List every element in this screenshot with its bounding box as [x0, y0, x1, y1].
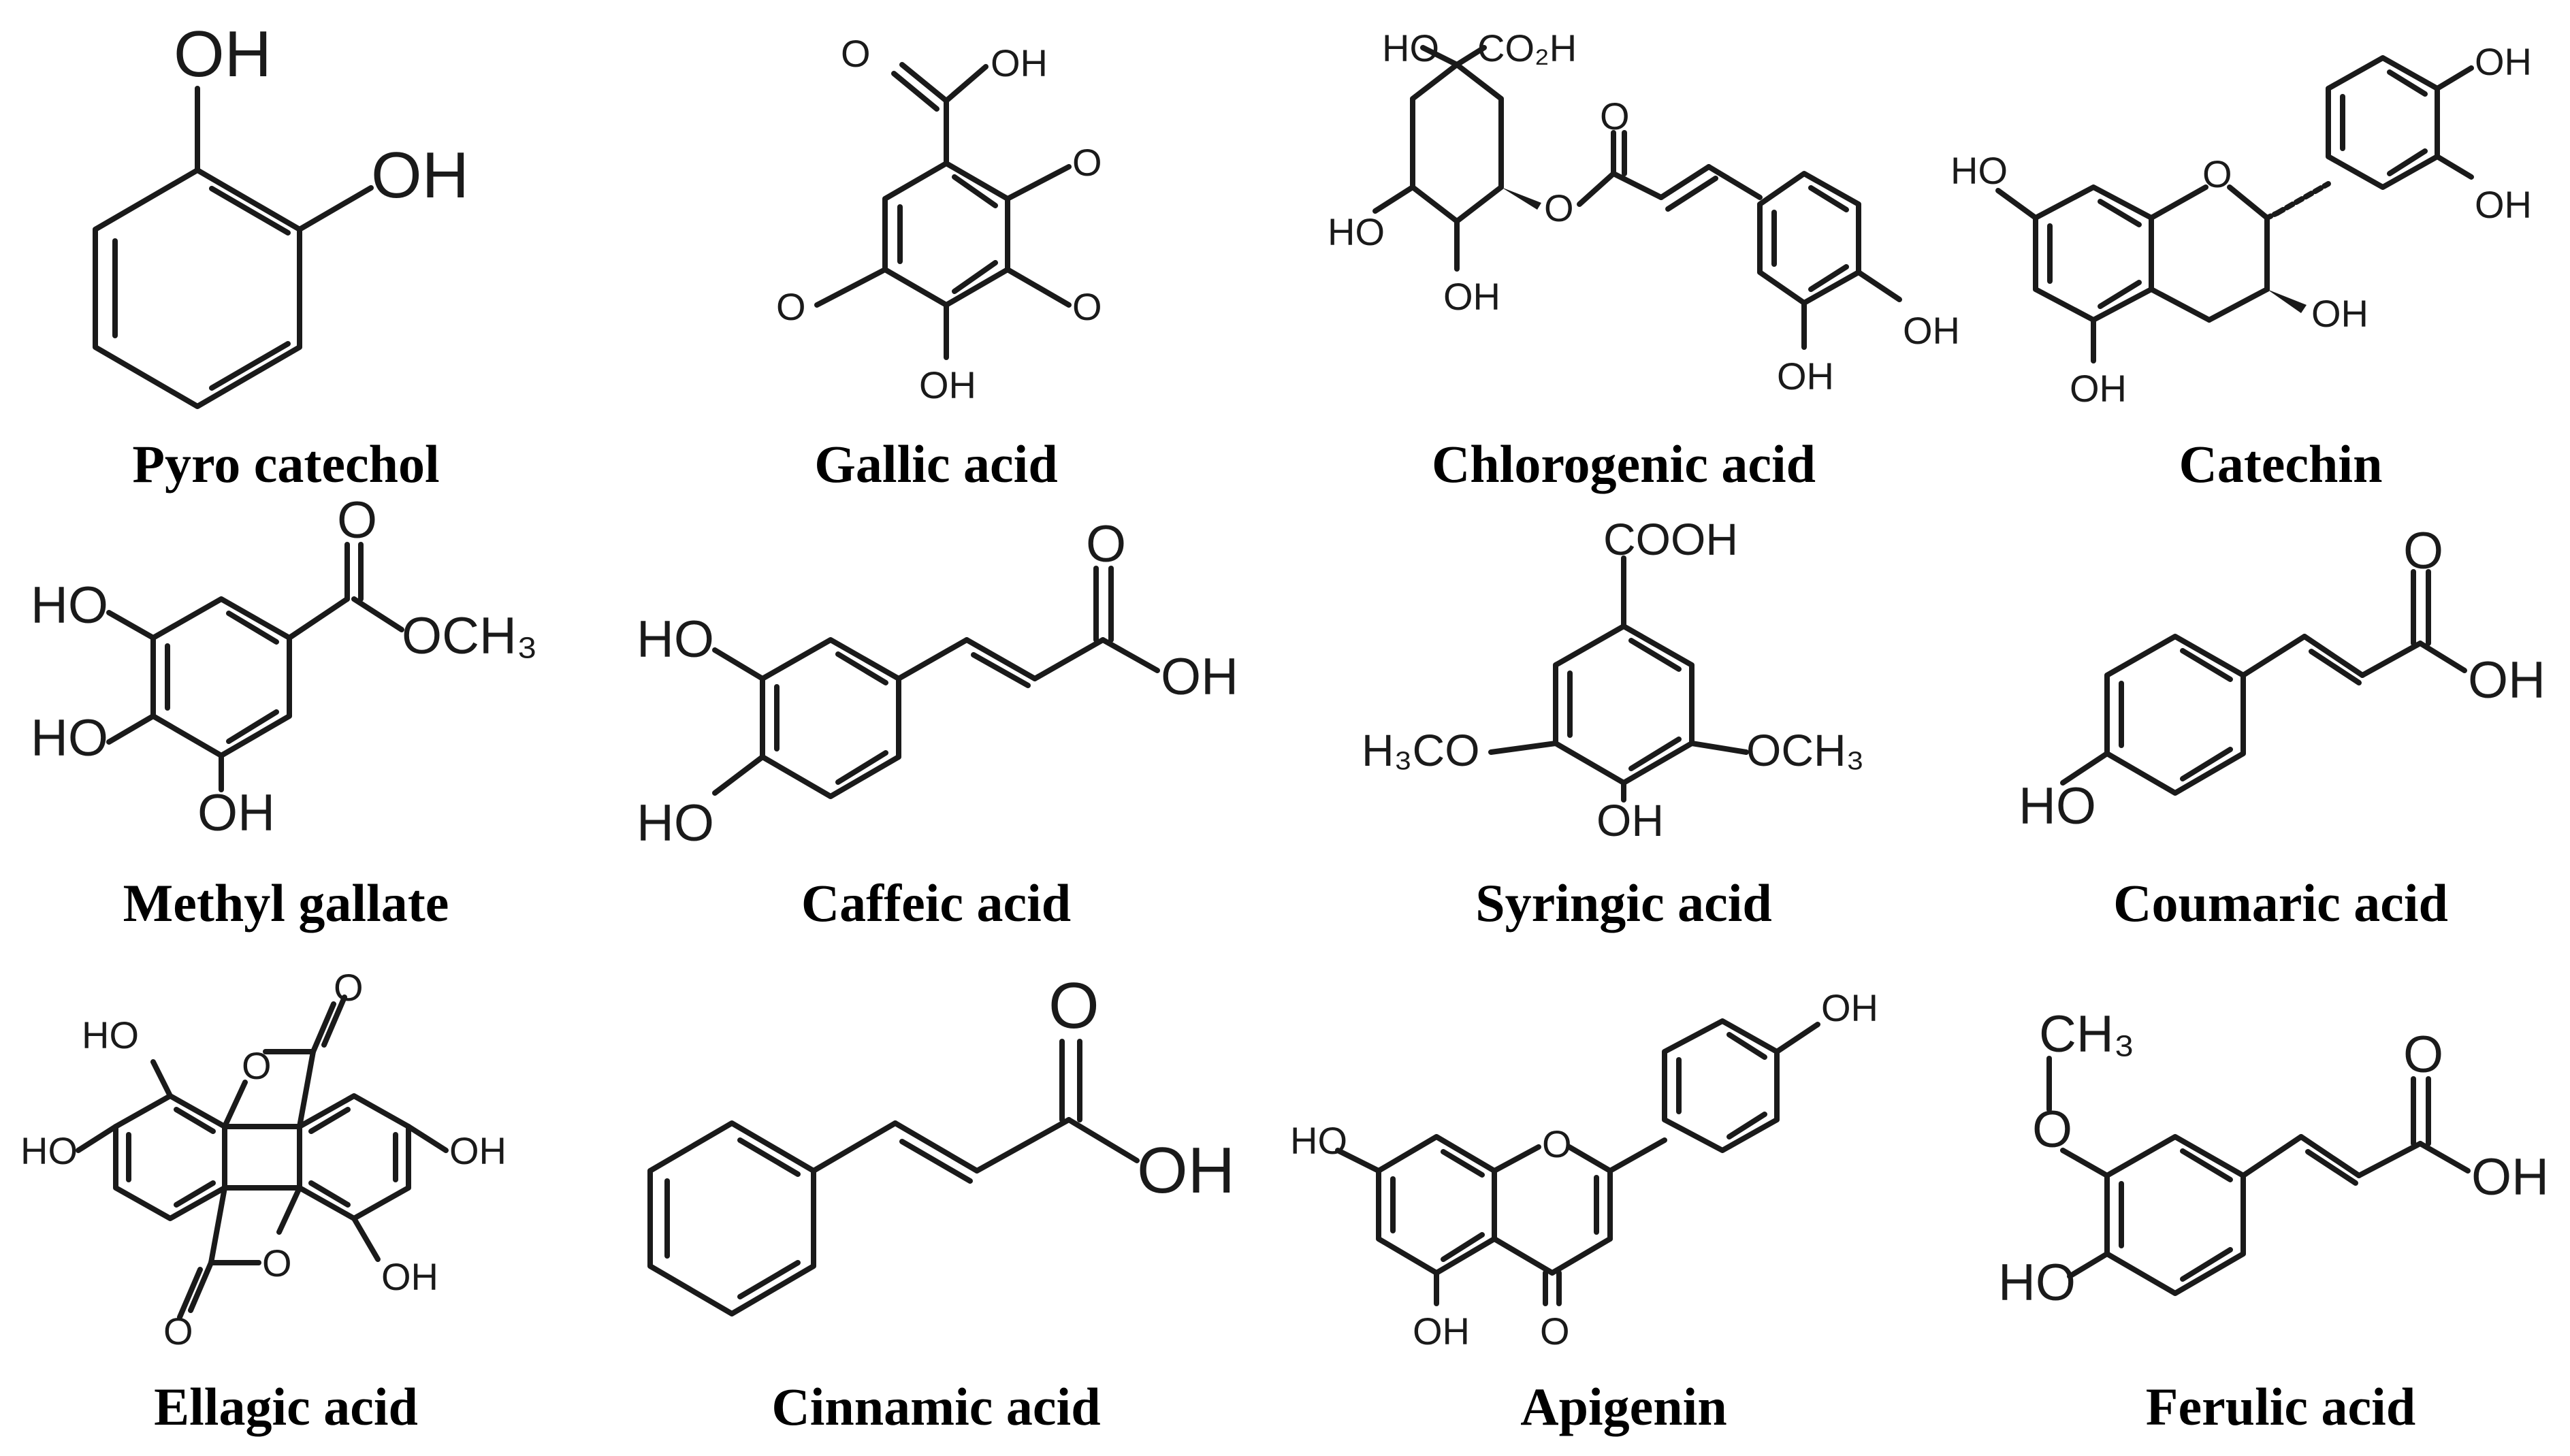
coumaric-acid-label-3: HO	[2019, 777, 2096, 835]
caffeic-acid-structure	[712, 566, 1160, 799]
ellagic-acid-label-4: HO	[20, 1129, 78, 1172]
catechin-label-4: OH	[2475, 183, 2532, 226]
compound-coumaric-acid: O OH HO Coumaric acid	[2019, 522, 2545, 933]
methyl-gallate-structure	[106, 542, 404, 792]
gallic-acid-label-2: OH	[991, 42, 1048, 84]
apigenin-label-2: HO	[1290, 1119, 1347, 1162]
apigenin-label-5: O	[1540, 1310, 1570, 1353]
cinnamic-acid-label-1: O	[1048, 969, 1099, 1042]
apigenin-label-4: OH	[1413, 1310, 1470, 1353]
ellagic-acid-label-2: HO	[82, 1014, 139, 1056]
ferulic-acid-label-2: O	[2032, 1101, 2072, 1159]
chlorogenic-acid-label-2: CO₂H	[1477, 27, 1577, 69]
syringic-acid-label-3: OCH₃	[1746, 725, 1865, 775]
ellagic-acid-label-8: O	[163, 1310, 193, 1353]
gallic-acid-label-4: O	[776, 285, 806, 328]
gallic-acid-label-3: O	[1072, 141, 1102, 184]
compound-pyro-catechol: OH OH Pyro catechol	[93, 18, 469, 494]
methyl-gallate-label-4: HO	[31, 709, 108, 767]
chlorogenic-acid-label-8: OH	[1777, 355, 1834, 398]
chlorogenic-acid-label-6: O	[1600, 95, 1630, 137]
methyl-gallate-label-1: O	[337, 491, 377, 549]
apigenin-label-3: O	[1542, 1122, 1572, 1165]
coumaric-acid-label-2: OH	[2468, 651, 2545, 709]
chlorogenic-acid-label-5: O	[1544, 187, 1574, 229]
compound-caffeic-acid: O OH HO HO Caffeic acid	[637, 515, 1238, 933]
ferulic-acid-label-3: O	[2403, 1026, 2443, 1084]
catechin-label-2: O	[2202, 152, 2232, 195]
apigenin-structure	[1335, 1018, 1820, 1306]
ellagic-acid-structure	[76, 994, 449, 1320]
gallic-acid-label-6: OH	[919, 363, 976, 406]
coumaric-acid-name: Coumaric acid	[2113, 873, 2448, 933]
chlorogenic-acid-label-4: OH	[1443, 275, 1500, 318]
chlorogenic-acid-label-3: HO	[1328, 210, 1385, 253]
pyro-catechol-label-2: OH	[371, 139, 469, 212]
compound-apigenin: OH HO O OH O Apigenin	[1290, 986, 1878, 1436]
pyro-catechol-name: Pyro catechol	[132, 434, 439, 494]
apigenin-label-1: OH	[1821, 986, 1878, 1029]
caffeic-acid-label-3: HO	[637, 611, 714, 668]
cinnamic-acid-name: Cinnamic acid	[771, 1377, 1100, 1436]
catechin-name: Catechin	[2179, 434, 2383, 494]
catechin-label-6: OH	[2070, 367, 2127, 410]
compound-chlorogenic-acid: HO CO₂H HO OH O O OH OH Chlorogenic acid	[1328, 27, 1960, 494]
ellagic-acid-label-6: OH	[381, 1255, 438, 1298]
cinnamic-acid-structure	[647, 1039, 1140, 1316]
chlorogenic-acid-label-1: HO	[1382, 27, 1439, 69]
apigenin-name: Apigenin	[1520, 1377, 1726, 1436]
syringic-acid-name: Syringic acid	[1475, 873, 1772, 933]
caffeic-acid-label-4: HO	[637, 794, 714, 852]
ellagic-acid-label-7: O	[262, 1242, 292, 1284]
gallic-acid-name: Gallic acid	[814, 434, 1057, 494]
coumaric-acid-label-1: O	[2403, 522, 2443, 580]
cinnamic-acid-label-2: OH	[1137, 1134, 1235, 1207]
compound-ellagic-acid: O HO O HO OH OH O O Ellagic acid	[20, 966, 507, 1436]
compound-ferulic-acid: CH₃ O O OH HO Ferulic acid	[1998, 1005, 2549, 1436]
catechin-structure	[1995, 55, 2474, 363]
ellagic-acid-label-5: OH	[449, 1129, 507, 1172]
compound-gallic-acid: O OH O O O OH Gallic acid	[776, 32, 1102, 494]
gallic-acid-label-5: O	[1072, 285, 1102, 328]
chlorogenic-acid-name: Chlorogenic acid	[1432, 434, 1816, 494]
ferulic-acid-label-4: OH	[2471, 1148, 2549, 1206]
pyro-catechol-label-1: OH	[174, 18, 272, 91]
compound-cinnamic-acid: O OH Cinnamic acid	[647, 969, 1235, 1436]
ferulic-acid-label-1: CH₃	[2039, 1005, 2135, 1063]
caffeic-acid-label-1: O	[1086, 515, 1126, 573]
chlorogenic-acid-structure	[1372, 45, 1902, 350]
compound-methyl-gallate: O OCH₃ HO HO OH Methyl gallate	[31, 491, 538, 933]
syringic-acid-label-1: COOH	[1603, 514, 1738, 564]
syringic-acid-structure	[1488, 555, 1749, 803]
ellagic-acid-label-1: O	[334, 966, 364, 1009]
ellagic-acid-label-3: O	[242, 1044, 272, 1087]
catechin-label-3: OH	[2475, 40, 2532, 83]
gallic-acid-label-1: O	[841, 32, 871, 75]
methyl-gallate-name: Methyl gallate	[123, 873, 449, 933]
compound-syringic-acid: COOH H₃CO OCH₃ OH Syringic acid	[1362, 514, 1865, 933]
ellagic-acid-name: Ellagic acid	[154, 1377, 418, 1436]
methyl-gallate-label-5: OH	[197, 784, 275, 842]
syringic-acid-label-2: H₃CO	[1362, 725, 1480, 775]
compound-catechin: HO O OH OH OH OH Catechin	[1950, 40, 2532, 494]
chlorogenic-acid-label-7: OH	[1903, 309, 1960, 352]
caffeic-acid-name: Caffeic acid	[801, 873, 1071, 933]
syringic-acid-label-4: OH	[1596, 795, 1664, 845]
ferulic-acid-structure	[2046, 1056, 2471, 1296]
ferulic-acid-name: Ferulic acid	[2146, 1377, 2415, 1436]
methyl-gallate-label-3: HO	[31, 577, 108, 634]
methyl-gallate-label-2: OCH₃	[402, 607, 538, 665]
ferulic-acid-label-5: HO	[1998, 1254, 2076, 1312]
catechin-label-5: OH	[2311, 292, 2368, 335]
catechin-label-1: HO	[1950, 149, 2008, 192]
caffeic-acid-label-2: OH	[1161, 648, 1238, 706]
coumaric-acid-structure	[2060, 569, 2467, 796]
pyro-catechol-structure	[93, 86, 374, 409]
gallic-acid-structure	[814, 62, 1072, 360]
